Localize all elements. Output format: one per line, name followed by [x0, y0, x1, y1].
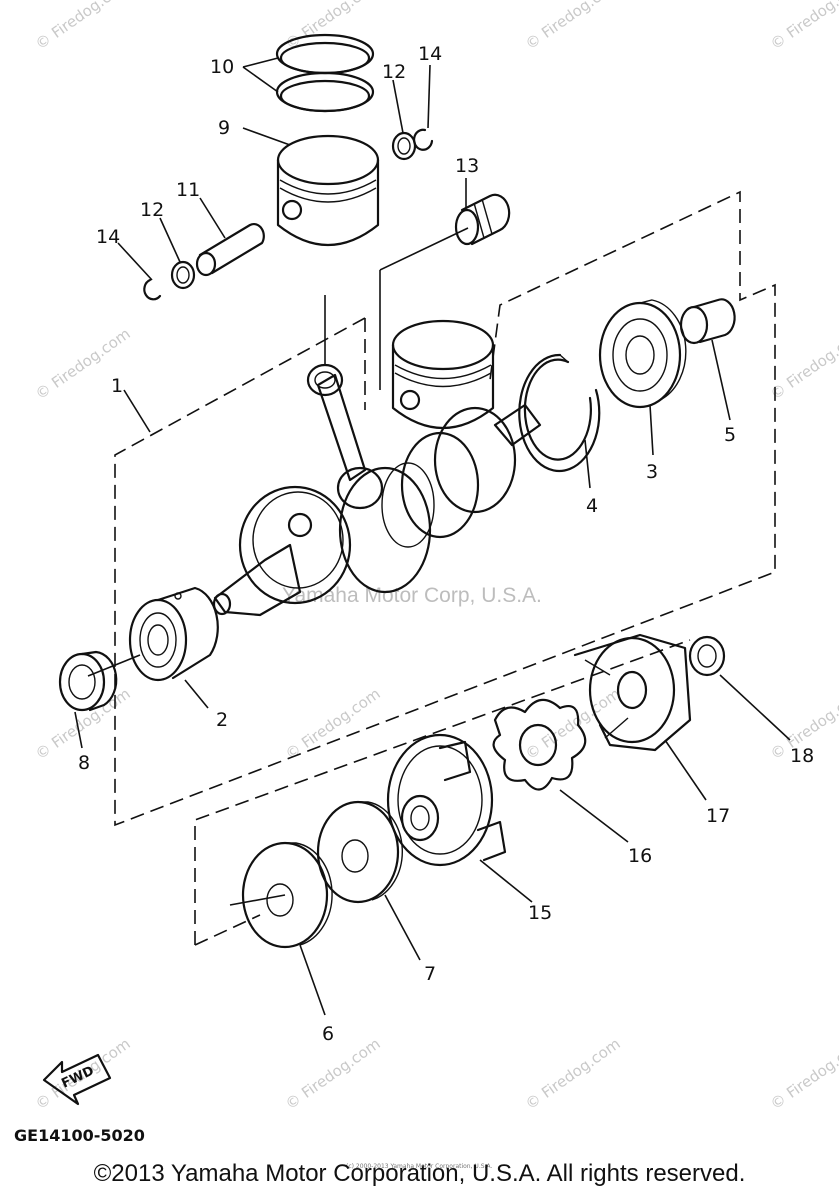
callout-12: 12	[140, 199, 164, 221]
callout-6: 6	[322, 1023, 334, 1045]
callout-9: 9	[218, 117, 230, 139]
callout-11: 11	[176, 179, 200, 201]
callout-4: 4	[586, 495, 598, 517]
coupling-group-outline	[194, 639, 691, 945]
watermark: © Firedog.com	[767, 325, 839, 404]
collar-icon	[679, 298, 736, 345]
watermark: © Firedog.com	[32, 0, 134, 53]
coupling-hub-icon	[386, 733, 507, 867]
callout-18: 18	[790, 745, 814, 767]
rubber-damper-icon	[492, 698, 587, 791]
piston-pin-icon	[195, 223, 265, 277]
piston-icon	[276, 134, 380, 246]
callout-12: 12	[382, 61, 406, 83]
watermark: © Firedog.com	[767, 0, 839, 53]
watermark: © Firedog.com	[522, 0, 624, 53]
watermark: © Firedog.com	[522, 1035, 624, 1114]
callout-2: 2	[216, 709, 228, 731]
callout-7: 7	[424, 963, 436, 985]
callout-16: 16	[628, 845, 652, 867]
oil-seal-icon	[58, 650, 118, 712]
callout-15: 15	[528, 902, 552, 924]
crankshaft-assembly-icon	[212, 319, 542, 617]
callout-3: 3	[646, 461, 658, 483]
copyright-notice: ©2013 Yamaha Motor Corporation, U.S.A. A…	[93, 1160, 746, 1187]
coupling-group-outline	[194, 914, 261, 946]
watermark-layer: © Firedog.com © Firedog.com © Firedog.co…	[32, 0, 839, 1113]
callout-14: 14	[418, 43, 442, 65]
callout-8: 8	[78, 752, 90, 774]
assembly-outlines	[114, 190, 776, 946]
callout-13: 13	[455, 155, 479, 177]
callout-1: 1	[111, 375, 123, 397]
callout-10: 10	[210, 56, 234, 78]
washer-icon	[688, 635, 726, 677]
circlip-icon	[518, 353, 601, 473]
watermark: © Firedog.com	[282, 1035, 384, 1114]
watermark: © Firedog.com	[282, 685, 384, 764]
callout-labels: 1 2 3 4 5 6 7 8 9 10 11 12 12 13 14 14 1…	[78, 43, 814, 1045]
crank-assembly-outline	[114, 190, 776, 827]
main-bearing-icon	[128, 586, 219, 682]
center-watermark: Yamaha Motor Corp, U.S.A.	[282, 584, 542, 607]
plate-icon	[316, 800, 403, 904]
diagram-code: GE14100-5020	[14, 1126, 145, 1145]
parts-layer: FWD	[42, 33, 736, 1106]
leader-lines	[74, 57, 791, 1016]
callout-17: 17	[706, 805, 730, 827]
coupling-housing-icon	[573, 633, 692, 752]
callout-5: 5	[724, 424, 736, 446]
watermark: © Firedog.com	[767, 1035, 839, 1114]
callout-14: 14	[96, 226, 120, 248]
washer-plate-icon	[241, 841, 333, 949]
rear-bearing-icon	[598, 299, 687, 409]
pin-clip-icon	[391, 128, 434, 161]
small-copyright: (c) 2000-2013 Yamaha Motor Corporation, …	[346, 1163, 493, 1170]
needle-bearing-icon	[454, 193, 511, 246]
pin-clip-icon	[143, 260, 196, 301]
